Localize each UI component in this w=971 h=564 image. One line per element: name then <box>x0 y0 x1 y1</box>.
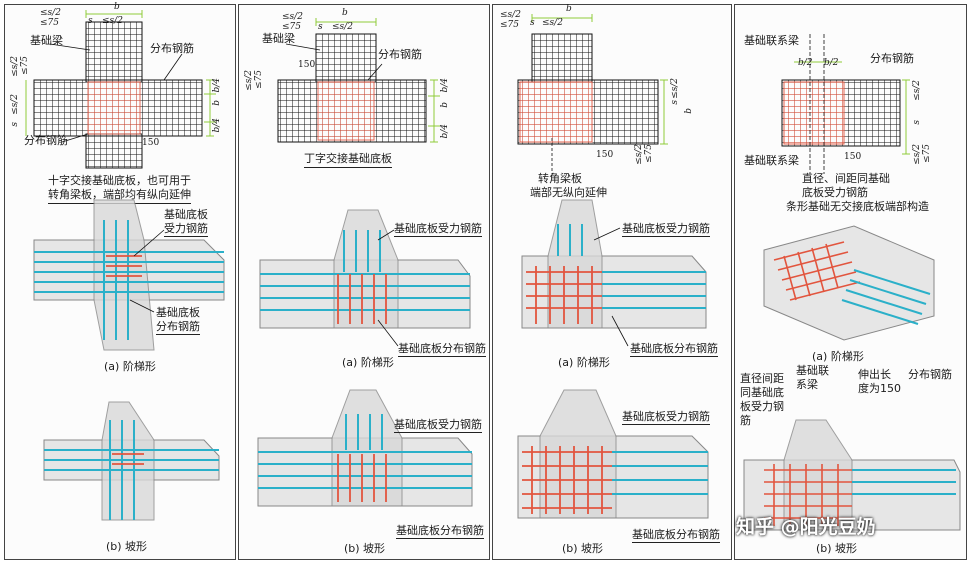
dim-s2-right: ≤s/2 <box>912 80 922 101</box>
label-n1: 伸出长 <box>858 368 891 381</box>
caption-nj-3: 条形基础无交接底板端部构造 <box>786 200 929 213</box>
iso-no-junction-stepped <box>763 225 935 341</box>
caption-cross-1: 十字交接基础底板，也可用于 <box>48 174 191 187</box>
dim-s-left: s <box>10 122 20 127</box>
caption-corner-2: 端部无纵向延伸 <box>530 186 607 199</box>
dim-150: 150 <box>142 138 160 148</box>
label-l1: 直径间距 <box>740 372 784 385</box>
iso-no-junction-sloped <box>743 419 961 531</box>
iso-corner-sloped <box>517 389 709 519</box>
sub-a-2: (a) 阶梯形 <box>342 356 394 369</box>
dim-b2-b: b/2 <box>824 58 839 68</box>
dim-s2-left2: ≤s/2 <box>10 94 20 115</box>
plan-t-junction <box>277 18 440 143</box>
label-force-b: 基础底板受力钢筋 <box>622 410 710 425</box>
dim-75-left: ≤75 <box>254 70 264 89</box>
label-force-2: 受力钢筋 <box>164 222 208 237</box>
sub-a-3: (a) 阶梯形 <box>558 356 610 369</box>
label-n2: 度为150 <box>858 382 901 395</box>
dim-s-right: s <box>670 100 680 105</box>
label-dist-bottom: 分布钢筋 <box>24 134 68 147</box>
dim-s2-right: ≤s/2 <box>670 78 680 99</box>
label-tie-bottom: 基础联系梁 <box>744 154 799 167</box>
sub-a-1: (a) 阶梯形 <box>104 360 156 373</box>
dim-150: 150 <box>844 152 862 162</box>
dim-s-top: s <box>318 22 323 32</box>
watermark: 知乎 @阳光豆奶 <box>736 516 876 538</box>
label-dist-iso-1: 基础底板 <box>156 306 200 319</box>
label-dist-a: 基础底板分布钢筋 <box>398 342 486 357</box>
caption-nj-1: 直径、间距同基础 <box>802 172 890 185</box>
label-force-a: 基础底板受力钢筋 <box>622 222 710 237</box>
label-dist-top: 分布钢筋 <box>150 42 194 55</box>
dim-b4-a: b/4 <box>440 78 450 93</box>
label-force-b: 基础底板受力钢筋 <box>394 418 482 433</box>
label-beam: 基础梁 <box>30 34 63 47</box>
dim-s-top: s <box>88 16 93 26</box>
label-dist-iso-2: 分布钢筋 <box>156 320 200 335</box>
label-l2: 同基础底 <box>740 386 784 399</box>
dim-75-bottom: ≤75 <box>644 144 654 163</box>
label-dist-iso: 分布钢筋 <box>908 368 952 381</box>
caption-nj-2: 底板受力钢筋 <box>802 186 868 199</box>
dim-75-top: ≤75 <box>500 20 519 30</box>
dim-b2-a: b/2 <box>798 58 813 68</box>
label-force-a: 基础底板受力钢筋 <box>394 222 482 237</box>
dim-s-right: s <box>912 120 922 125</box>
sub-b-2: (b) 坡形 <box>344 542 386 555</box>
dim-75-top: ≤75 <box>40 18 59 28</box>
label-force-1: 基础底板 <box>164 208 208 221</box>
dim-s2-top: ≤s/2 <box>40 8 61 18</box>
label-tie-top: 基础联系梁 <box>744 34 799 47</box>
dim-75-right: ≤75 <box>922 144 932 163</box>
dim-b4-a: b/4 <box>212 78 222 93</box>
iso-t-stepped <box>259 209 471 347</box>
label-beam: 基础梁 <box>262 32 295 45</box>
dim-b-top: b <box>114 2 120 12</box>
sub-b-4: (b) 坡形 <box>816 542 858 555</box>
plan-corner <box>517 14 668 174</box>
iso-t-sloped <box>257 389 473 507</box>
dim-s-top: s <box>530 18 535 28</box>
sub-a-4: (a) 阶梯形 <box>812 350 864 363</box>
dim-75-left: ≤75 <box>20 56 30 75</box>
dim-b-top: b <box>566 4 572 14</box>
caption-corner-1: 转角梁板 <box>538 172 582 185</box>
dim-s2-top: ≤s/2 <box>282 12 303 22</box>
dim-s2-top2: ≤s/2 <box>332 22 353 32</box>
caption-t: 丁字交接基础底板 <box>304 150 392 168</box>
label-dist-b: 基础底板分布钢筋 <box>396 524 484 539</box>
dim-150: 150 <box>298 60 316 70</box>
dim-s2-left: ≤s/2 <box>244 70 254 91</box>
plan-cross-junction <box>25 10 216 169</box>
label-dist-a: 基础底板分布钢筋 <box>630 342 718 357</box>
dim-b-right: b <box>684 108 694 114</box>
plan-no-junction <box>781 34 910 174</box>
label-m1: 基础联 <box>796 364 829 377</box>
sub-b-1: (b) 坡形 <box>106 540 148 553</box>
label-m2: 系梁 <box>796 378 818 391</box>
dim-b4-b: b/4 <box>440 124 450 139</box>
label-dist: 分布钢筋 <box>378 48 422 61</box>
iso-cross-stepped <box>33 199 225 351</box>
sub-b-3: (b) 坡形 <box>562 542 604 555</box>
dim-s2-bottom: ≤s/2 <box>634 144 644 165</box>
dim-s2-left: ≤s/2 <box>10 56 20 77</box>
label-dist: 分布钢筋 <box>870 52 914 65</box>
dim-b-right: b <box>440 102 450 108</box>
dim-b-top: b <box>342 8 348 18</box>
dim-b4-b: b/4 <box>212 118 222 133</box>
dim-b-right: b <box>212 100 222 106</box>
iso-cross-sloped <box>43 401 220 521</box>
dim-s2-top: ≤s/2 <box>500 10 521 20</box>
label-dist-b: 基础底板分布钢筋 <box>632 528 720 543</box>
label-l3: 板受力钢 <box>740 400 784 413</box>
dim-150: 150 <box>596 150 614 160</box>
dim-s2-right2: ≤s/2 <box>912 144 922 165</box>
label-l4: 筋 <box>740 414 751 427</box>
dim-75-top: ≤75 <box>282 22 301 32</box>
dim-s2-top2: ≤s/2 <box>542 18 563 28</box>
dim-s2-top2: ≤s/2 <box>102 16 123 26</box>
iso-corner-stepped <box>521 199 707 347</box>
